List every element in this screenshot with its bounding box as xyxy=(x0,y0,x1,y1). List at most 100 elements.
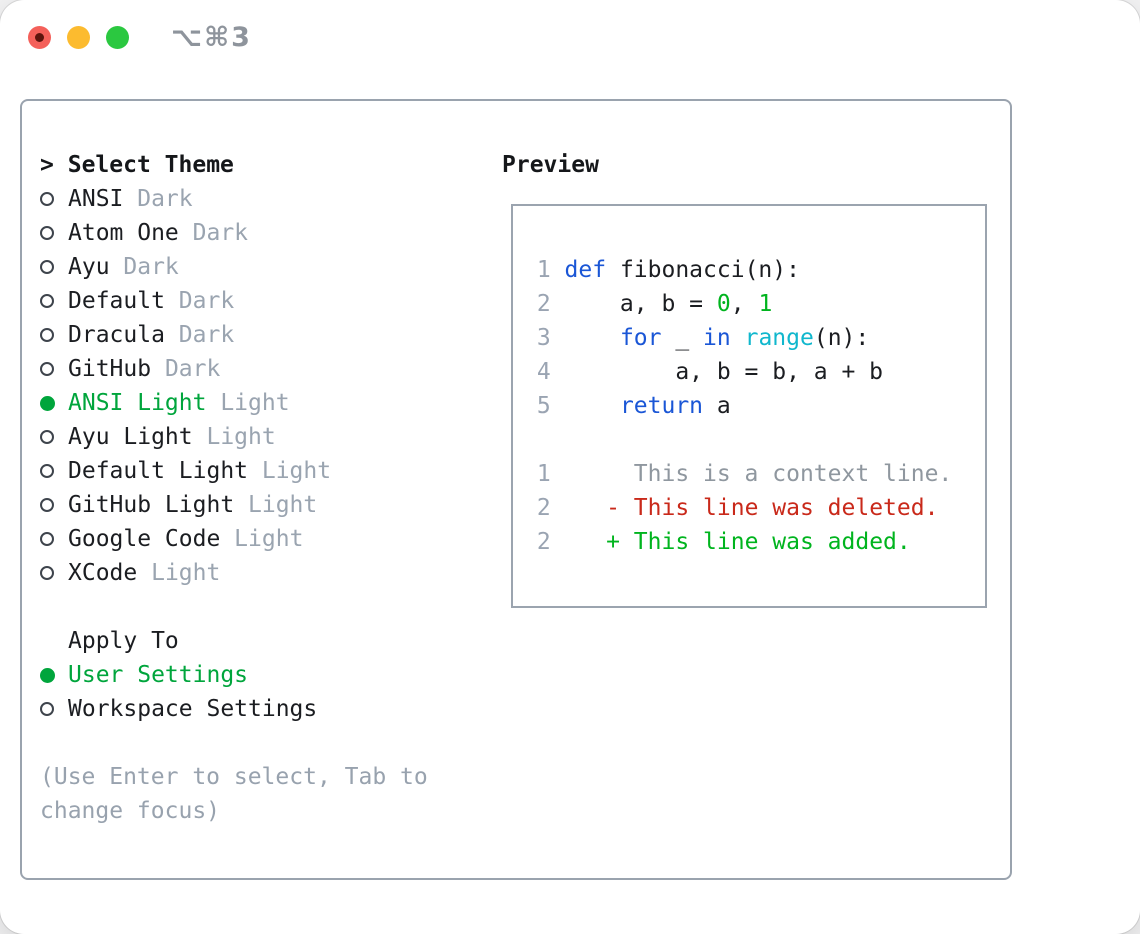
option-label: Ayu xyxy=(68,254,110,280)
option-label: Default xyxy=(68,288,165,314)
radio-icon xyxy=(40,260,54,274)
theme-option-ayu-light-light[interactable]: Ayu Light Light xyxy=(40,420,428,454)
apply-option-workspace-settings[interactable]: Workspace Settings xyxy=(40,692,428,726)
option-variant-label: Light xyxy=(206,390,290,416)
line-number: 1 xyxy=(536,461,551,487)
option-label: GitHub xyxy=(68,356,152,382)
window-shortcut-label: ⌥⌘3 xyxy=(171,21,252,53)
code-segment: a, b = b, a + b xyxy=(564,359,884,385)
radio-icon xyxy=(40,362,54,376)
preview-line-1: 1 def fibonacci(n): xyxy=(523,253,985,287)
option-label: Workspace Settings xyxy=(68,696,318,722)
radio-selected-icon xyxy=(40,395,55,411)
line-number: 2 xyxy=(536,291,551,317)
theme-option-github-dark[interactable]: GitHub Dark xyxy=(40,352,428,386)
radio-icon xyxy=(40,430,54,444)
preview-line-7: 1 This is a context line. xyxy=(523,457,985,491)
select-theme-title: Select Theme xyxy=(67,152,234,178)
option-label: Atom One xyxy=(68,220,179,246)
option-label: Dracula xyxy=(68,322,165,348)
option-variant-label: Light xyxy=(234,492,318,518)
preview-line-4: 4 a, b = b, a + b xyxy=(523,355,985,389)
option-variant-label: Dark xyxy=(151,356,221,382)
option-variant-label: Light xyxy=(137,560,221,586)
code-segment: a, b = xyxy=(564,291,717,317)
apply-option-user-settings[interactable]: User Settings xyxy=(40,658,428,692)
code-segment: This is a context line. xyxy=(564,461,953,487)
radio-icon xyxy=(40,498,54,512)
prompt-chevron: > xyxy=(40,152,54,178)
radio-icon xyxy=(40,566,54,580)
code-segment: 0 xyxy=(716,291,731,317)
select-theme-title-row: > Select Theme xyxy=(40,148,428,182)
option-label: Google Code xyxy=(68,526,221,552)
radio-icon xyxy=(40,294,54,308)
help-text-line-1: (Use Enter to select, Tab to xyxy=(40,764,428,790)
theme-option-google-code-light[interactable]: Google Code Light xyxy=(40,522,428,556)
line-number: 5 xyxy=(536,393,551,419)
preview-line-6 xyxy=(523,423,985,457)
option-label: Default Light xyxy=(68,458,249,484)
code-segment: + This line was added. xyxy=(606,529,911,555)
code-segment: a xyxy=(703,393,731,419)
option-variant-label: Light xyxy=(220,526,304,552)
option-variant-label: Dark xyxy=(164,322,235,348)
apply-to-title-row: Apply To xyxy=(40,624,428,658)
spacer xyxy=(40,726,428,760)
theme-option-ansi-dark[interactable]: ANSI Dark xyxy=(40,182,428,216)
zoom-button[interactable] xyxy=(106,25,129,49)
code-segment xyxy=(565,325,620,351)
option-variant-label: Dark xyxy=(178,220,249,246)
theme-option-github-light-light[interactable]: GitHub Light Light xyxy=(40,488,428,522)
radio-icon xyxy=(40,532,54,546)
theme-option-xcode-light[interactable]: XCode Light xyxy=(40,556,428,590)
option-label: User Settings xyxy=(68,662,249,688)
code-segment: return xyxy=(619,393,704,419)
line-number: 3 xyxy=(536,325,551,351)
option-variant-label: Light xyxy=(248,458,332,484)
apply-to-title: Apply To xyxy=(68,628,179,654)
option-label: ANSI xyxy=(68,186,124,212)
preview-line-5: 5 return a xyxy=(523,389,985,423)
line-number: 2 xyxy=(536,495,551,521)
radio-icon xyxy=(40,192,54,206)
theme-option-default-dark[interactable]: Default Dark xyxy=(40,284,428,318)
close-button[interactable] xyxy=(28,25,51,49)
code-segment: - This line was deleted. xyxy=(606,495,939,521)
theme-option-dracula-dark[interactable]: Dracula Dark xyxy=(40,318,428,352)
code-segment: (n): xyxy=(813,325,870,351)
option-label: XCode xyxy=(68,560,138,586)
theme-option-ansi-light-light[interactable]: ANSI Light Light xyxy=(40,386,428,420)
radio-icon xyxy=(40,464,54,478)
code-segment xyxy=(565,529,607,555)
preview-line-3: 3 for _ in range(n): xyxy=(523,321,985,355)
option-variant-label: Light xyxy=(192,424,276,450)
option-label: Ayu Light xyxy=(68,424,193,450)
option-variant-label: Dark xyxy=(123,186,193,212)
minimize-button[interactable] xyxy=(67,25,90,49)
theme-option-ayu-dark[interactable]: Ayu Dark xyxy=(40,250,428,284)
radio-icon xyxy=(40,328,54,342)
option-variant-label: Dark xyxy=(109,254,179,280)
option-label: ANSI Light xyxy=(68,390,207,416)
preview-line-8: 2 - This line was deleted. xyxy=(523,491,985,525)
option-label: GitHub Light xyxy=(68,492,235,518)
line-number: 4 xyxy=(536,359,551,385)
theme-option-default-light-light[interactable]: Default Light Light xyxy=(40,454,428,488)
line-number: 2 xyxy=(536,529,551,555)
code-segment: range xyxy=(744,325,814,351)
code-segment xyxy=(565,495,607,521)
theme-option-atom-one-dark[interactable]: Atom One Dark xyxy=(40,216,428,250)
code-segment: for xyxy=(619,325,662,351)
code-segment: fibonacci(n): xyxy=(606,257,800,283)
code-segment: 1 xyxy=(758,291,773,317)
preview-title: Preview xyxy=(502,152,599,178)
